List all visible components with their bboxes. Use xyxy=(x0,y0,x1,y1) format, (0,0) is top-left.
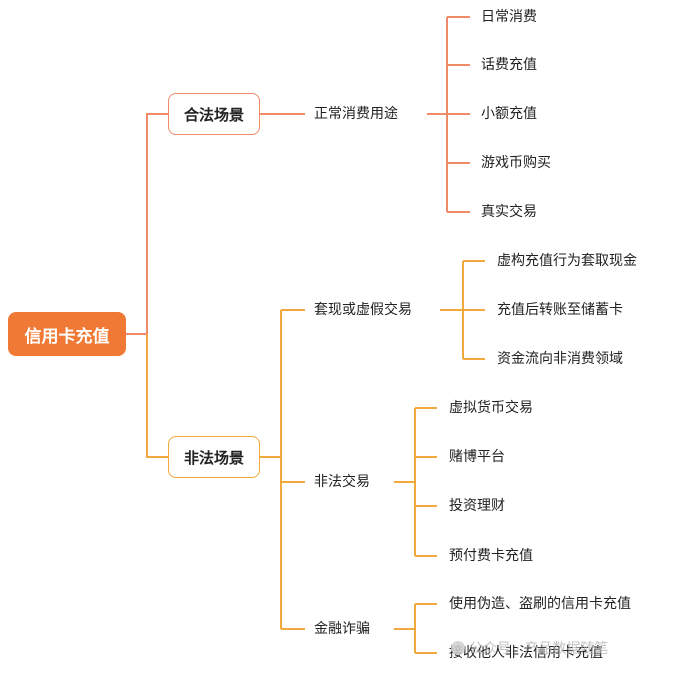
legal-group-normal-use[interactable]: 正常消费用途 xyxy=(314,106,398,122)
legal-item[interactable]: 游戏币购买 xyxy=(481,155,551,171)
illegal-item[interactable]: 资金流向非消费领域 xyxy=(497,351,623,367)
connector-root-legal xyxy=(126,113,168,335)
illegal-item[interactable]: 充值后转账至储蓄卡 xyxy=(497,302,623,318)
illegal-item[interactable]: 使用伪造、盗刷的信用卡充值 xyxy=(449,596,631,612)
legal-scenario-node[interactable]: 合法场景 xyxy=(168,93,260,135)
legal-item[interactable]: 话费充值 xyxy=(481,57,537,73)
illegal-item[interactable]: 预付费卡充值 xyxy=(449,548,533,564)
connector-legal-items xyxy=(427,16,470,213)
illegal-item[interactable]: 接收他人非法信用卡充值 xyxy=(449,645,603,661)
legal-item[interactable]: 日常消费 xyxy=(481,9,537,25)
watermark: 公众号 · 产品数据随笔 xyxy=(451,640,608,658)
legal-item[interactable]: 真实交易 xyxy=(481,204,537,220)
illegal-item[interactable]: 虚拟货币交易 xyxy=(449,400,533,416)
illegal-group-illegal-trade[interactable]: 非法交易 xyxy=(314,474,370,490)
illegal-item[interactable]: 虚构充值行为套取现金 xyxy=(497,253,637,269)
connector-illegal-groups xyxy=(258,309,305,630)
root-node[interactable]: 信用卡充值 xyxy=(8,312,126,356)
connector-root-illegal xyxy=(146,334,168,458)
watermark-text: 公众号 · 产品数据随笔 xyxy=(469,641,609,657)
illegal-item[interactable]: 投资理财 xyxy=(449,498,505,514)
illegal-group-fraud[interactable]: 金融诈骗 xyxy=(314,621,370,637)
illegal-scenario-node[interactable]: 非法场景 xyxy=(168,436,260,478)
connector-group3-items xyxy=(394,603,437,654)
connector-group1-items xyxy=(440,260,485,360)
illegal-group-cash-out[interactable]: 套现或虚假交易 xyxy=(314,302,412,318)
wechat-icon xyxy=(451,641,465,655)
illegal-item[interactable]: 赌博平台 xyxy=(449,449,505,465)
connector-group2-items xyxy=(394,407,437,557)
legal-item[interactable]: 小额充值 xyxy=(481,106,537,122)
